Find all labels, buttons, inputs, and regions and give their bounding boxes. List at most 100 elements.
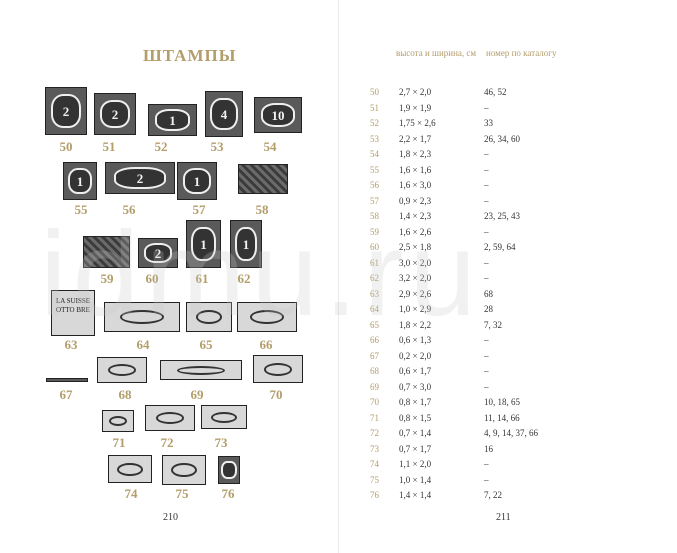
row-dimensions: 0,6 × 1,7 (399, 366, 432, 376)
stamp-number: 71 (112, 435, 126, 450)
stamp-67 (46, 378, 88, 382)
stamp-75 (162, 455, 206, 485)
row-dimensions: 1,75 × 2,6 (399, 118, 436, 128)
row-catalog: 46, 52 (484, 87, 507, 97)
row-catalog: 28 (484, 304, 493, 314)
ornament-icon (177, 365, 225, 375)
stamp-70 (253, 355, 303, 383)
ornament-icon (107, 364, 137, 376)
ornament-icon (249, 310, 285, 324)
stamp-57: 1 (177, 162, 217, 200)
row-number: 58 (370, 211, 379, 221)
stamp-numeral: 2 (136, 170, 144, 186)
stamp-64 (104, 302, 180, 332)
row-catalog: – (484, 366, 489, 376)
stamp-number: 69 (190, 387, 204, 402)
row-dimensions: 1,9 × 1,9 (399, 102, 432, 113)
row-dimensions: 3,2 × 2,0 (399, 273, 432, 283)
stamp-55: 1 (63, 162, 97, 200)
row-number: 61 (370, 257, 379, 268)
stamp-frame: 1 (154, 109, 191, 131)
row-number: 76 (370, 490, 379, 500)
stamp-numeral: 1 (193, 173, 201, 189)
row-dimensions: 0,8 × 1,7 (399, 397, 432, 407)
stamp-63-text: LA SUISSE OTTO BRE (55, 297, 91, 314)
stamp-numeral: 1 (242, 236, 250, 252)
stamp-61: 1 (186, 220, 221, 268)
stamp-numeral: 4 (220, 106, 228, 122)
row-number: 65 (370, 319, 379, 330)
row-dimensions: 1,6 × 2,6 (399, 226, 432, 237)
row-dimensions: 0,2 × 2,0 (399, 350, 432, 361)
stamp-number: 66 (259, 337, 273, 352)
row-catalog: 4, 9, 14, 37, 66 (484, 428, 538, 438)
row-number: 57 (370, 195, 379, 206)
row-dimensions: 0,9 × 2,3 (399, 195, 432, 206)
stamp-66 (237, 302, 297, 332)
row-catalog: 33 (484, 118, 493, 128)
table-row: 68 0,6 × 1,7 – (339, 366, 677, 381)
row-dimensions: 2,9 × 2,6 (399, 288, 432, 299)
stamp-numeral: 2 (111, 106, 119, 122)
stamp-number: 50 (59, 139, 73, 154)
row-number: 62 (370, 273, 379, 283)
stamp-number: 63 (64, 337, 78, 352)
row-catalog: 2, 59, 64 (484, 242, 516, 252)
stamp-76 (218, 456, 240, 484)
row-catalog: 10, 18, 65 (484, 397, 520, 407)
stamp-72 (145, 405, 195, 431)
stamp-numeral: 2 (154, 245, 162, 261)
table-row: 62 3,2 × 2,0 – (339, 273, 677, 288)
row-dimensions: 3,0 × 2,0 (399, 257, 432, 268)
stamp-56: 2 (105, 162, 175, 194)
table-row: 57 0,9 × 2,3 – (339, 196, 677, 211)
stamp-number: 68 (118, 387, 132, 402)
row-number: 51 (370, 102, 379, 113)
row-dimensions: 1,4 × 1,4 (399, 490, 432, 500)
row-number: 75 (370, 474, 379, 485)
stamp-74 (108, 455, 152, 483)
row-number: 68 (370, 366, 379, 376)
row-catalog: – (484, 381, 489, 392)
stamp-number: 60 (145, 271, 159, 286)
row-catalog: 26, 34, 60 (484, 133, 520, 144)
stamp-number: 52 (154, 139, 168, 154)
header-dimensions: высота и ширина, см (396, 48, 477, 58)
ornament-icon (155, 412, 185, 424)
row-number: 67 (370, 350, 379, 361)
stamp-52: 1 (148, 104, 197, 136)
stamp-numeral: 1 (200, 236, 207, 252)
row-dimensions: 1,0 × 2,9 (399, 304, 432, 314)
stamp-50: 2 (45, 87, 87, 135)
stamp-60: 2 (138, 238, 178, 268)
row-number: 60 (370, 242, 379, 252)
row-catalog: – (484, 273, 489, 283)
stamp-number: 55 (74, 202, 88, 217)
row-catalog: – (484, 350, 489, 361)
stamp-number: 58 (255, 202, 269, 217)
row-catalog: – (484, 164, 489, 175)
stamp-71 (102, 410, 134, 432)
stamp-54: 10 (254, 97, 302, 133)
row-catalog: 68 (484, 288, 493, 299)
page-title: ШТАМПЫ (143, 46, 237, 65)
stamp-frame: 2 (114, 167, 166, 189)
stamp-numeral: 1 (169, 112, 176, 128)
stamp-frame: 4 (210, 98, 238, 130)
right-page: высота и ширина, см номер по каталогу 50… (339, 0, 677, 553)
stamp-number: 53 (210, 139, 224, 154)
row-catalog: – (484, 226, 489, 237)
header-catalog: номер по каталогу (486, 48, 557, 58)
row-number: 74 (370, 459, 379, 469)
row-dimensions: 0,7 × 1,4 (399, 428, 432, 438)
row-catalog: – (484, 195, 489, 206)
row-number: 50 (370, 87, 379, 97)
